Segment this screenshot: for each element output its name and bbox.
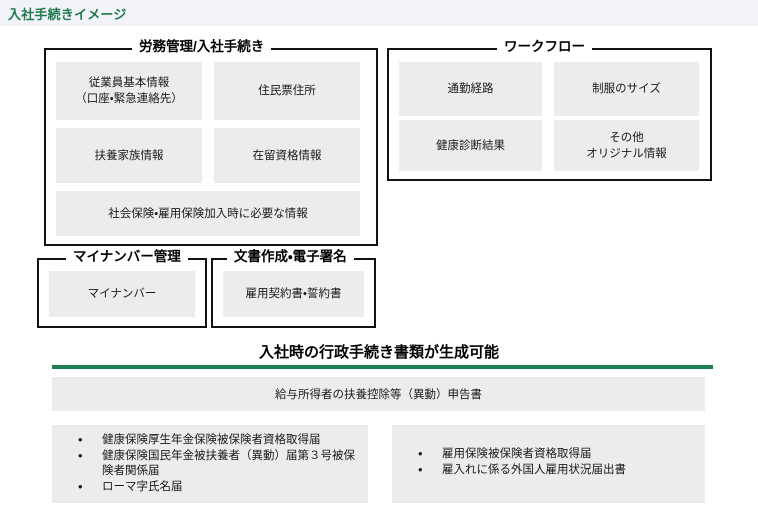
cell-line: 通勤経路 bbox=[447, 83, 494, 95]
doc-bar-dependent-deduction: 給与所得者の扶養控除等（異動）申告書 bbox=[52, 377, 705, 411]
cell-line: （口座・緊急連絡先） bbox=[75, 93, 183, 105]
doc-bar-label: 給与所得者の扶養控除等（異動）申告書 bbox=[275, 389, 482, 401]
group-document-creation-esign: 文書作成・電子署名 雇用契約書・誓約書 bbox=[211, 249, 376, 328]
cell-other-original-info: その他 オリジナル情報 bbox=[554, 120, 699, 171]
doc-list-right: 雇用保険被保険者資格取得届 雇入れに係る外国人雇用状況届出書 bbox=[392, 425, 705, 478]
list-item: 健康保険厚生年金保険被保険者資格取得届 bbox=[78, 432, 360, 448]
cell-line: 健康診断結果 bbox=[436, 139, 505, 152]
group-title-my-number-management: マイナンバー管理 bbox=[66, 249, 188, 264]
cell-line: 扶養家族情報 bbox=[94, 149, 164, 162]
cell-line: 制服のサイズ bbox=[592, 83, 661, 95]
list-item: 健康保険国民年金被扶養者（異動）届第３号被保険者関係届 bbox=[78, 448, 360, 479]
cell-residence-address: 住民票住所 bbox=[214, 62, 360, 120]
cell-dependent-family-info: 扶養家族情報 bbox=[56, 128, 202, 183]
doc-list-left: 健康保険厚生年金保険被保険者資格取得届 健康保険国民年金被扶養者（異動）届第３号… bbox=[52, 425, 368, 495]
cell-line: 雇用契約書・誓約書 bbox=[245, 288, 342, 300]
doc-list-box-right: 雇用保険被保険者資格取得届 雇入れに係る外国人雇用状況届出書 bbox=[392, 425, 705, 503]
cell-uniform-size: 制服のサイズ bbox=[554, 62, 699, 116]
cell-line: その他 bbox=[609, 131, 644, 144]
group-title-workflow: ワークフロー bbox=[497, 39, 592, 54]
cell-line: オリジナル情報 bbox=[586, 147, 667, 160]
cell-residence-status-info: 在留資格情報 bbox=[214, 128, 360, 183]
page-title: 入社手続きイメージ bbox=[8, 7, 127, 22]
cell-insurance-enrollment-info: 社会保険・雇用保険加入時に必要な情報 bbox=[56, 191, 360, 236]
list-item: ローマ字氏名届 bbox=[78, 479, 360, 495]
group-labor-management: 労務管理/入社手続き 従業員基本情報 （口座・緊急連絡先） 住民票住所 扶養家族… bbox=[44, 39, 378, 246]
cell-line: マイナンバー bbox=[87, 288, 157, 300]
section-divider bbox=[52, 365, 713, 369]
cell-line: 住民票住所 bbox=[258, 85, 316, 97]
cell-line: 社会保険・雇用保険加入時に必要な情報 bbox=[108, 207, 308, 220]
header-band bbox=[0, 0, 758, 26]
cell-line: 従業員基本情報 bbox=[88, 77, 170, 89]
cell-commute-route: 通勤経路 bbox=[399, 62, 542, 116]
list-item: 雇入れに係る外国人雇用状況届出書 bbox=[418, 462, 697, 478]
group-title-document-creation-esign: 文書作成・電子署名 bbox=[227, 249, 354, 264]
list-item: 雇用保険被保険者資格取得届 bbox=[418, 446, 697, 462]
cell-employee-basic-info: 従業員基本情報 （口座・緊急連絡先） bbox=[56, 62, 202, 120]
cell-health-checkup-result: 健康診断結果 bbox=[399, 120, 542, 171]
group-workflow: ワークフロー 通勤経路 制服のサイズ 健康診断結果 その他 オリジナル情報 bbox=[387, 39, 712, 181]
group-title-labor-management: 労務管理/入社手続き bbox=[132, 39, 272, 54]
cell-my-number: マイナンバー bbox=[49, 271, 195, 317]
cell-employment-contract-pledge: 雇用契約書・誓約書 bbox=[223, 271, 364, 317]
cell-line: 在留資格情報 bbox=[252, 149, 322, 162]
bottom-section-title: 入社時の行政手続き書類が生成可能 bbox=[258, 344, 499, 361]
doc-list-box-left: 健康保険厚生年金保険被保険者資格取得届 健康保険国民年金被扶養者（異動）届第３号… bbox=[52, 425, 368, 503]
group-my-number-management: マイナンバー管理 マイナンバー bbox=[37, 249, 207, 328]
